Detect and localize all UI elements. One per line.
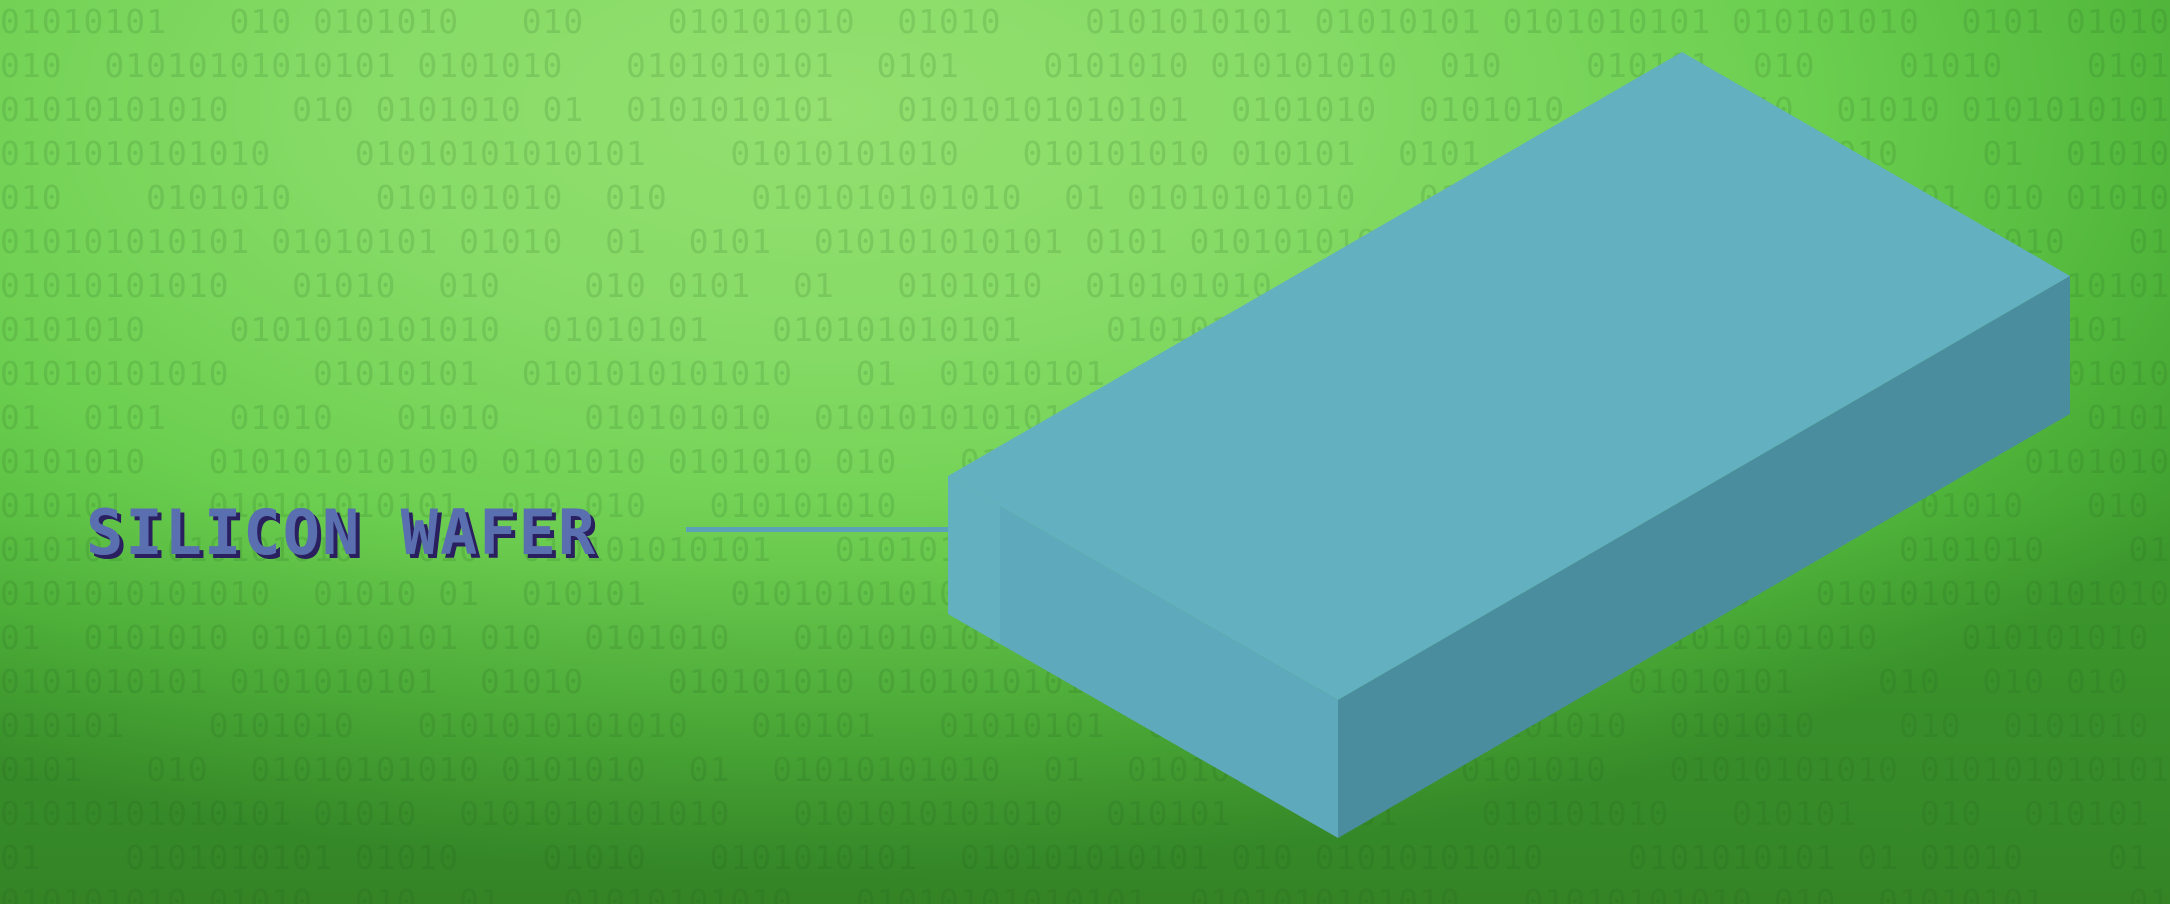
wafer-top-face (948, 52, 2070, 700)
wafer-front-highlight (948, 476, 1000, 644)
silicon-wafer-label: SILICON WAFER (86, 496, 598, 569)
wafer-front-face (948, 476, 1338, 838)
label-leader-line (686, 527, 950, 532)
wafer-right-face (1338, 276, 2070, 838)
